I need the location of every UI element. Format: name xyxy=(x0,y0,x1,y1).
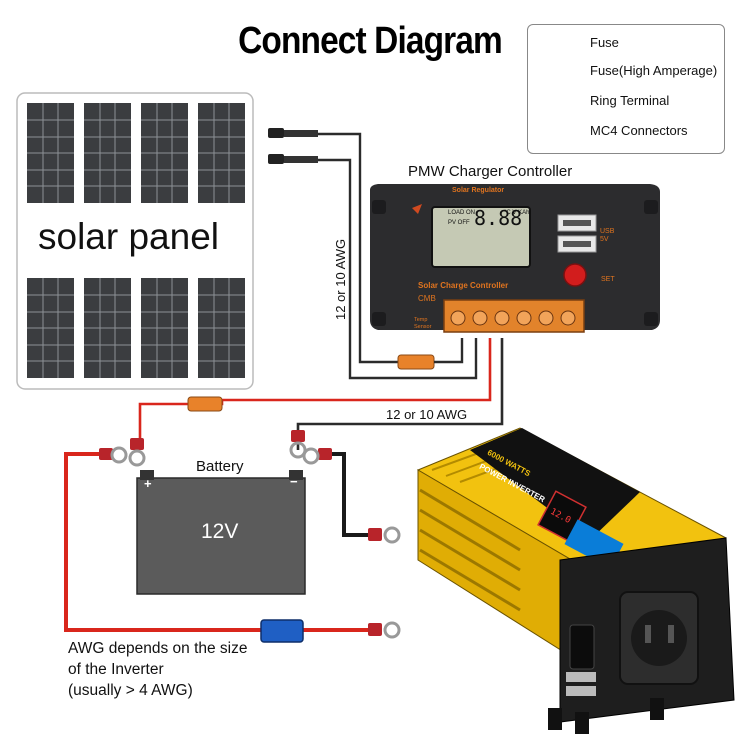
mc4-connectors xyxy=(268,128,318,164)
note-line-2: of the Inverter xyxy=(68,661,164,678)
solar-panel-label: solar panel xyxy=(38,216,220,257)
power-inverter xyxy=(416,427,735,734)
legend-label-ring-terminal: Ring Terminal xyxy=(590,93,670,108)
controller-battery-fuse xyxy=(187,396,223,412)
pv-fuse xyxy=(397,338,464,370)
charge-controller xyxy=(370,184,660,333)
legend-item-ring-terminal: Ring Terminal xyxy=(528,90,724,112)
lcd-pv-off: PV OFF xyxy=(448,220,470,226)
diagram-title: Connect Diagram xyxy=(238,20,503,62)
inverter-switch xyxy=(569,624,595,670)
lcd-digits: 8.88 xyxy=(474,206,523,230)
controller-set-text: SET xyxy=(601,276,615,283)
legend-label-fuse: Fuse xyxy=(590,35,619,50)
controller-cmb-text: CMB xyxy=(418,294,436,303)
legend-item-mc4: MC4 Connectors xyxy=(528,120,724,142)
battery-inverter-wires xyxy=(64,452,370,632)
battery-plus: + xyxy=(144,476,152,491)
controller-top-text: Solar Regulator xyxy=(452,187,505,194)
controller-heading: PMW Charger Controller xyxy=(408,163,573,180)
legend-label-mc4: MC4 Connectors xyxy=(590,123,688,138)
pv-wires xyxy=(318,132,478,380)
controller-temp-text: Temp Sensor xyxy=(414,317,432,330)
note-line-1: AWG depends on the size xyxy=(68,640,248,657)
battery-voltage: 12V xyxy=(201,520,239,543)
controller-lcd xyxy=(431,206,531,268)
lcd-load-on: LOAD ON xyxy=(448,210,476,216)
usb-ports xyxy=(557,214,597,253)
inverter-awg-note: AWG depends on the size of the Inverter … xyxy=(68,638,248,701)
controller-model-text: Solar Charge Controller xyxy=(418,281,509,290)
legend-item-high-amperage-fuse: Fuse(High Amperage) xyxy=(528,60,724,82)
legend: Fuse Fuse(High Amperage) Ring Terminal M… xyxy=(527,24,725,154)
lcd-units: °C V KAh xyxy=(504,210,530,216)
note-line-3: (usually > 4 AWG) xyxy=(68,682,193,699)
legend-label-high-amperage-fuse: Fuse(High Amperage) xyxy=(590,63,718,78)
battery-ring-terminals xyxy=(99,430,332,467)
wire-label-horizontal: 12 or 10 AWG xyxy=(386,407,468,422)
solar-panel xyxy=(16,92,254,390)
solar-cell-grid xyxy=(27,103,245,378)
battery-minus: − xyxy=(290,474,298,489)
battery xyxy=(136,470,306,595)
controller-usb-text: USB 5V xyxy=(600,228,615,243)
legend-item-fuse: Fuse xyxy=(528,32,724,54)
wire-label-vertical: 12 or 10 AWG xyxy=(333,238,348,320)
high-amperage-fuse xyxy=(260,619,304,643)
controller-terminal-block xyxy=(443,299,585,333)
inverter-ring-terminals xyxy=(368,526,401,639)
battery-label: Battery xyxy=(196,458,244,475)
set-button-graphic xyxy=(563,263,587,287)
